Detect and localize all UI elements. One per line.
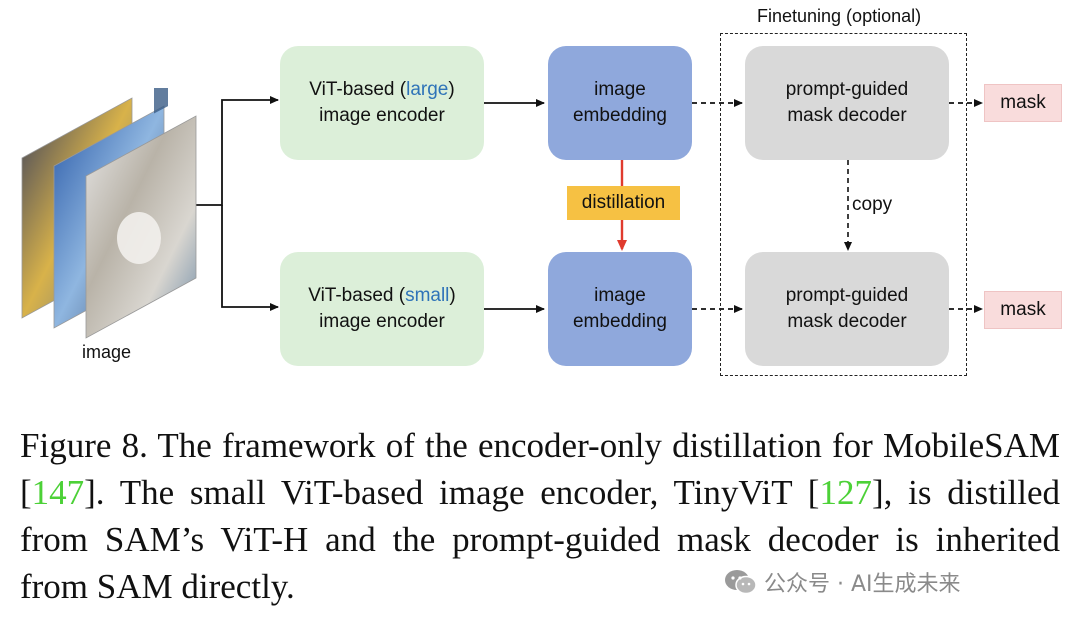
distillation-label: distillation <box>567 186 680 220</box>
encoder-size-large: large <box>406 79 449 100</box>
decoder-line2: mask decoder <box>787 105 907 126</box>
encoder-type-prefix: ViT-based ( <box>308 285 406 306</box>
citation-link[interactable]: 127 <box>819 473 872 512</box>
bottom-mask-decoder: prompt-guided mask decoder <box>745 252 949 366</box>
split-line <box>196 96 279 206</box>
caption-text-2: ]. The small ViT-based image encoder, Ti… <box>84 473 820 512</box>
wechat-icon <box>725 570 757 595</box>
connector-arrows <box>196 96 983 313</box>
large-image-encoder: ViT-based (large) image encoder <box>280 46 484 160</box>
figure-caption: Figure 8. The framework of the encoder-o… <box>20 422 1060 610</box>
encoder-size-small: small <box>405 285 450 306</box>
embedding-line2: embedding <box>572 311 668 332</box>
encoder-label: image encoder <box>319 311 445 332</box>
caption-text-1: Figure 8. The framework of the encoder-o… <box>20 426 1060 512</box>
bottom-mask-output: mask <box>984 291 1062 329</box>
copy-label: copy <box>852 194 893 215</box>
top-mask-decoder: prompt-guided mask decoder <box>745 46 949 160</box>
bottom-image-embedding: image embedding <box>548 252 692 366</box>
decoder-line1: prompt-guided <box>785 285 909 306</box>
finetuning-region <box>720 33 967 376</box>
encoder-label: image encoder <box>319 105 445 126</box>
top-image-embedding: image embedding <box>548 46 692 160</box>
embedding-line1: image <box>594 285 646 306</box>
caption-text-3: ], is distilled from SAM’s ViT-H and the… <box>20 473 1060 606</box>
input-image-stack <box>21 88 197 339</box>
encoder-type-suffix: ) <box>449 285 456 306</box>
embedding-line2: embedding <box>572 105 668 126</box>
small-image-encoder: ViT-based (small) image encoder <box>280 252 484 366</box>
citation-link[interactable]: 147 <box>31 473 85 512</box>
top-mask-output: mask <box>984 84 1062 122</box>
embedding-line1: image <box>594 79 646 100</box>
encoder-type-prefix: ViT-based ( <box>309 79 407 100</box>
watermark-text: 公众号 · AI生成未来 <box>764 572 961 597</box>
split-line-bottom <box>221 205 279 311</box>
decoder-line2: mask decoder <box>787 311 907 332</box>
watermark: 公众号 · AI生成未来 <box>724 566 961 598</box>
finetuning-label: Finetuning (optional) <box>757 6 922 26</box>
image-label: image <box>82 342 132 362</box>
encoder-type-suffix: ) <box>448 79 455 100</box>
framework-figure: image ViT-based (large) image encoder Vi… <box>21 6 1062 376</box>
decoder-line1: prompt-guided <box>785 79 909 100</box>
